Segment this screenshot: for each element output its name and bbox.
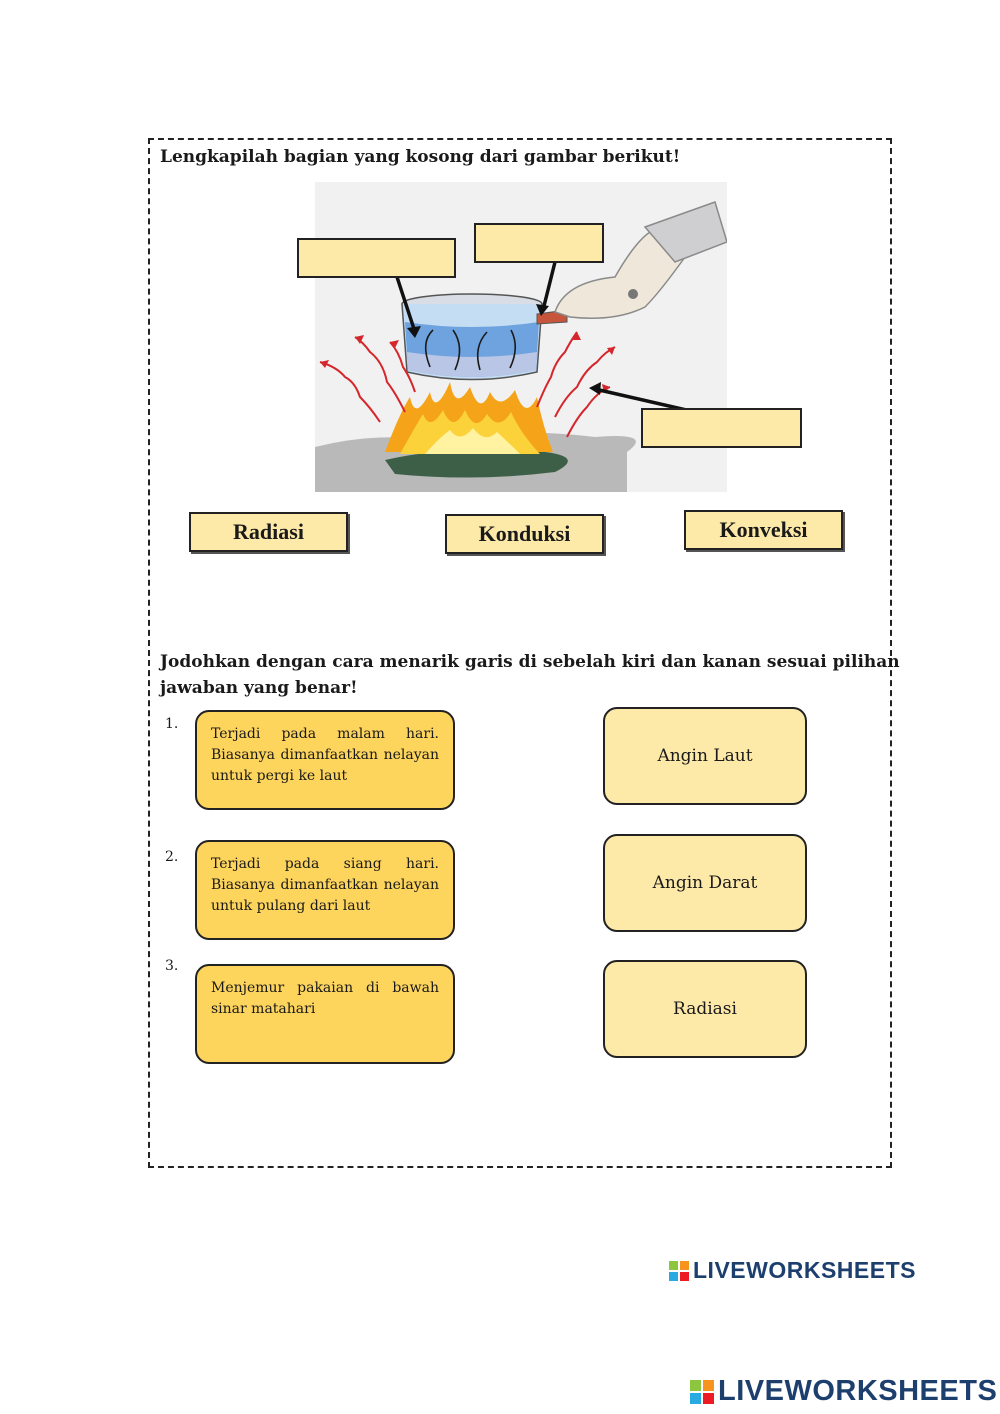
blank-label-conduction[interactable] [474, 223, 604, 263]
brand-text-mid: LIVEWORKSHEETS [693, 1257, 916, 1283]
brand-mark-bottom: LIVEWORKSHEETS [690, 1375, 997, 1408]
answer-box-angin-laut[interactable]: Angin Laut [603, 707, 807, 805]
section2-heading-line1: Jodohkan dengan cara menarik garis di se… [160, 652, 900, 672]
item-number-1: 1. [165, 716, 179, 732]
item-number-2: 2. [165, 849, 179, 865]
answer-text-3: Radiasi [673, 999, 737, 1019]
section2-heading-line2: jawaban yang benar! [160, 678, 358, 698]
brand-text-bottom: LIVEWORKSHEETS [718, 1375, 998, 1407]
section1-heading: Lengkapilah bagian yang kosong dari gamb… [160, 147, 681, 167]
statement-box-3[interactable]: Menjemur pakaian di bawah sinar matahari [195, 964, 455, 1064]
answer-text-2: Angin Darat [652, 873, 758, 893]
liveworksheets-logo-icon [669, 1260, 689, 1281]
worksheet-frame [148, 138, 892, 1168]
blank-label-convection[interactable] [297, 238, 456, 278]
answer-box-radiasi[interactable]: Radiasi [603, 960, 807, 1058]
answer-text-1: Angin Laut [657, 746, 753, 766]
statement-text-3: Menjemur pakaian di bawah sinar matahari [211, 980, 439, 1017]
answer-box-angin-darat[interactable]: Angin Darat [603, 834, 807, 932]
blank-label-radiation[interactable] [641, 408, 802, 448]
item-number-3: 3. [165, 958, 179, 974]
statement-text-2: Terjadi pada siang hari. Biasanya dimanf… [211, 856, 439, 914]
choice-radiasi[interactable]: Radiasi [189, 512, 348, 552]
choice-konveksi[interactable]: Konveksi [684, 510, 843, 550]
statement-box-2[interactable]: Terjadi pada siang hari. Biasanya dimanf… [195, 840, 455, 940]
statement-box-1[interactable]: Terjadi pada malam hari. Biasanya dimanf… [195, 710, 455, 810]
liveworksheets-logo-icon [690, 1379, 714, 1404]
statement-text-1: Terjadi pada malam hari. Biasanya dimanf… [211, 726, 439, 784]
choice-konduksi[interactable]: Konduksi [445, 514, 604, 554]
brand-mark-mid: LIVEWORKSHEETS [669, 1257, 916, 1284]
